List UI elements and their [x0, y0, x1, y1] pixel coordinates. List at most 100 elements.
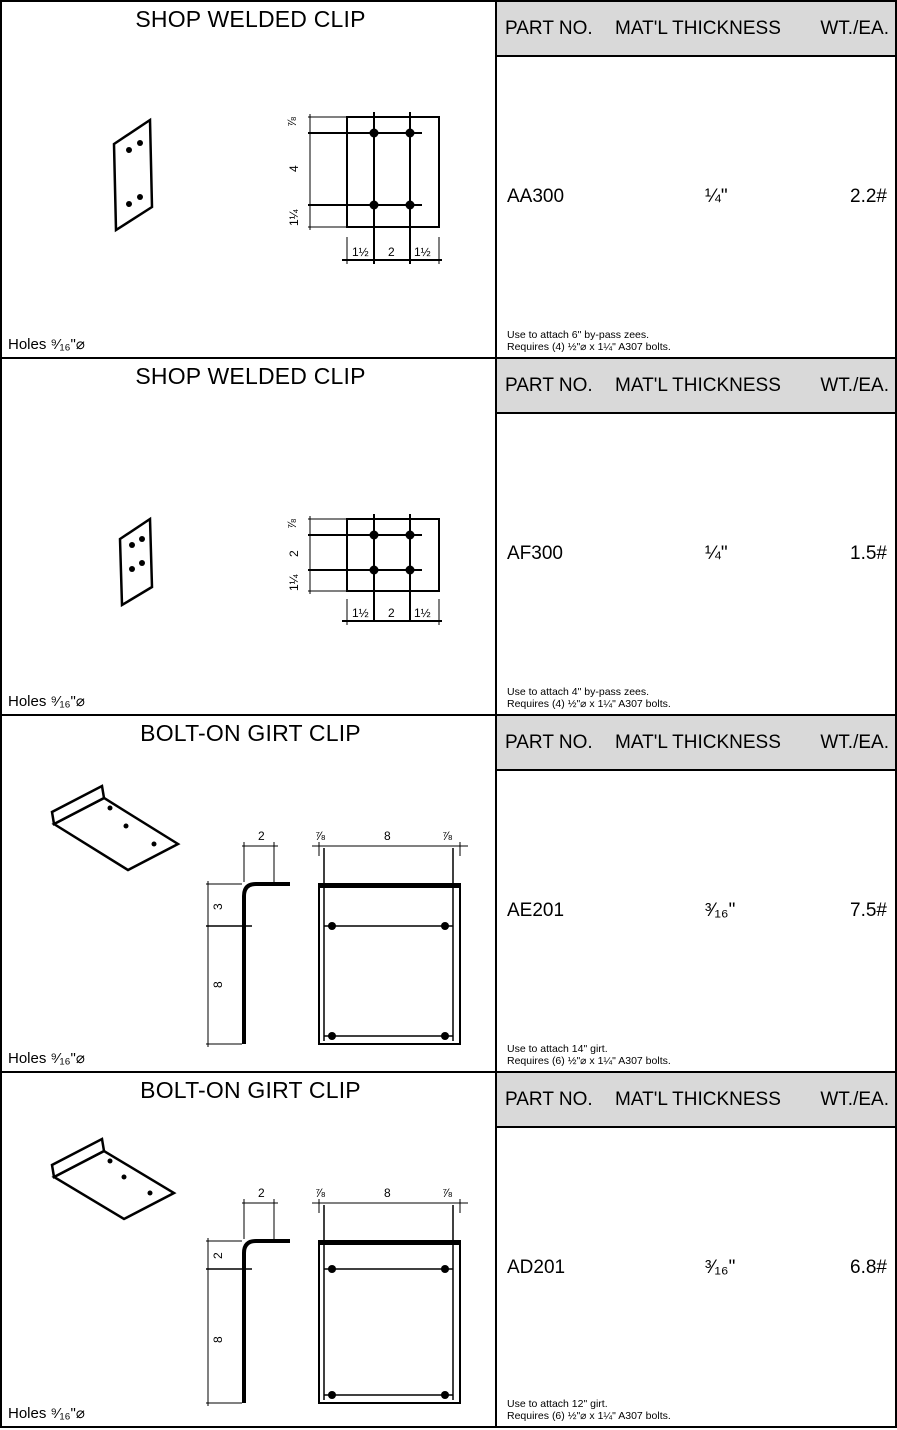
- usage-note: Use to attach 4" by-pass zees. Requires …: [507, 686, 671, 710]
- bolt-requirement: Requires (6) ½"⌀ x 1¼" A307 bolts.: [507, 1410, 671, 1422]
- part-no-header: PART NO.: [505, 731, 593, 753]
- part-no-header: PART NO.: [505, 374, 593, 396]
- usage-line: Use to attach 12" girt.: [507, 1398, 608, 1410]
- dim-label: 2: [258, 829, 265, 843]
- clip-title: BOLT-ON GIRT CLIP: [140, 720, 361, 746]
- thickness-header: MAT'L THICKNESS: [615, 1088, 781, 1110]
- clip-drawing-cell: BOLT-ON GIRT CLIP: [0, 1073, 497, 1426]
- plate-hole: [137, 140, 143, 146]
- bolt-requirement: Requires (6) ½"⌀ x 1¼" A307 bolts.: [507, 1055, 671, 1067]
- weight-header: WT./EA.: [820, 731, 889, 753]
- dim-label: 1½: [414, 245, 431, 259]
- spec-header: PART NO. MAT'L THICKNESS WT./EA.: [497, 1073, 895, 1128]
- dim-label: ⅞: [315, 829, 326, 843]
- thickness-header: MAT'L THICKNESS: [615, 17, 781, 39]
- bolt-hole: [405, 200, 415, 210]
- clip-spec-cell: PART NO. MAT'L THICKNESS WT./EA. AE201 ³…: [497, 716, 897, 1071]
- angle-profile: [242, 1239, 290, 1403]
- dim-label: 2: [388, 245, 395, 259]
- plate-iso-outline: [112, 117, 154, 233]
- usage-note: Use to attach 12" girt. Requires (6) ½"⌀…: [507, 1398, 671, 1422]
- dim-label: 2: [388, 606, 395, 620]
- dim-label: ⅞: [285, 116, 299, 127]
- usage-note: Use to attach 6" by-pass zees. Requires …: [507, 329, 671, 353]
- dim-label: 1½: [352, 245, 369, 259]
- dim-label: 1½: [352, 606, 369, 620]
- dim-label: 4: [287, 165, 301, 172]
- usage-line: Use to attach 4" by-pass zees.: [507, 686, 650, 698]
- holes-note: Holes ⁹⁄₁₆"⌀: [8, 336, 85, 353]
- weight-each: 7.5#: [850, 900, 887, 921]
- part-number: AD201: [507, 1257, 566, 1278]
- clip-spec-cell: PART NO. MAT'L THICKNESS WT./EA. AA300 ¼…: [497, 2, 897, 357]
- plate-iso-outline: [118, 516, 154, 608]
- dim-label: ⅞: [442, 1186, 453, 1200]
- dim-label: 8: [384, 1186, 391, 1200]
- dim-label: 8: [211, 1336, 225, 1343]
- clip-row: SHOP WELDED CLIP ⅞ 2 1¼: [0, 357, 897, 714]
- part-no-header: PART NO.: [505, 1088, 593, 1110]
- angle-profile: [242, 882, 290, 1044]
- holes-note: Holes ⁹⁄₁₆"⌀: [8, 1405, 85, 1422]
- thickness-header: MAT'L THICKNESS: [615, 731, 781, 753]
- dim-label: 1¼: [287, 573, 301, 591]
- clip-drawing: 2 ⅞ 8 ⅞ 2 8: [50, 1137, 468, 1406]
- material-thickness: ¼": [705, 186, 728, 207]
- material-thickness: ³⁄₁₆": [705, 1257, 736, 1278]
- plate-front-outline: [346, 518, 440, 592]
- usage-note: Use to attach 14" girt. Requires (6) ½"⌀…: [507, 1043, 671, 1067]
- clip-drawing-cell: BOLT-ON GIRT CLIP: [0, 716, 497, 1071]
- bolt-hole: [369, 128, 379, 138]
- plate-hole: [137, 194, 143, 200]
- weight-each: 6.8#: [850, 1257, 887, 1278]
- dim-label: ⅞: [442, 829, 453, 843]
- angle-front-outline: [318, 883, 461, 1045]
- usage-line: Use to attach 14" girt.: [507, 1043, 608, 1055]
- part-no-header: PART NO.: [505, 17, 593, 39]
- dim-label: 2: [211, 1252, 225, 1259]
- weight-header: WT./EA.: [820, 1088, 889, 1110]
- plate-hole: [126, 147, 132, 153]
- weight-header: WT./EA.: [820, 17, 889, 39]
- bolt-hole: [369, 200, 379, 210]
- weight-each: 2.2#: [850, 186, 887, 207]
- weight-header: WT./EA.: [820, 374, 889, 396]
- bolt-requirement: Requires (4) ½"⌀ x 1¼" A307 bolts.: [507, 341, 671, 353]
- clip-row: SHOP WELDED CLIP ⅞: [0, 0, 897, 357]
- clip-title: SHOP WELDED CLIP: [135, 6, 366, 32]
- bolt-requirement: Requires (4) ½"⌀ x 1¼" A307 bolts.: [507, 698, 671, 710]
- clip-spec-cell: PART NO. MAT'L THICKNESS WT./EA. AF300 ¼…: [497, 359, 897, 714]
- clip-drawing: ⅞ 4 1¼ 1½ 2 1½: [112, 112, 442, 264]
- part-number: AE201: [507, 900, 565, 921]
- clip-row: BOLT-ON GIRT CLIP: [0, 1071, 897, 1428]
- clip-title: SHOP WELDED CLIP: [135, 363, 366, 389]
- material-thickness: ³⁄₁₆": [705, 900, 736, 921]
- plate-front-outline: [346, 116, 440, 228]
- clip-row: BOLT-ON GIRT CLIP: [0, 714, 897, 1071]
- holes-note: Holes ⁹⁄₁₆"⌀: [8, 693, 85, 710]
- clip-drawing-cell: SHOP WELDED CLIP ⅞: [0, 2, 497, 357]
- weight-each: 1.5#: [850, 543, 887, 564]
- dim-label: ⅞: [285, 518, 299, 529]
- part-number: AF300: [507, 543, 563, 564]
- spec-header: PART NO. MAT'L THICKNESS WT./EA.: [497, 716, 895, 771]
- thickness-header: MAT'L THICKNESS: [615, 374, 781, 396]
- dim-label: 2: [287, 550, 301, 557]
- spec-header: PART NO. MAT'L THICKNESS WT./EA.: [497, 359, 895, 414]
- material-thickness: ¼": [705, 543, 728, 564]
- part-number: AA300: [507, 186, 565, 207]
- bolt-hole: [405, 128, 415, 138]
- dim-label: 2: [258, 1186, 265, 1200]
- angle-front-outline: [318, 1240, 461, 1404]
- usage-line: Use to attach 6" by-pass zees.: [507, 329, 650, 341]
- dim-label: 3: [211, 903, 225, 910]
- clip-drawing: ⅞ 2 1¼ 1½ 2 1½: [118, 514, 442, 625]
- clip-spec-cell: PART NO. MAT'L THICKNESS WT./EA. AD201 ³…: [497, 1073, 897, 1426]
- plate-hole: [126, 201, 132, 207]
- spec-header: PART NO. MAT'L THICKNESS WT./EA.: [497, 2, 895, 57]
- clip-drawing-cell: SHOP WELDED CLIP ⅞ 2 1¼: [0, 359, 497, 714]
- dim-label: 8: [384, 829, 391, 843]
- clip-title: BOLT-ON GIRT CLIP: [140, 1077, 361, 1103]
- dim-label: 8: [211, 981, 225, 988]
